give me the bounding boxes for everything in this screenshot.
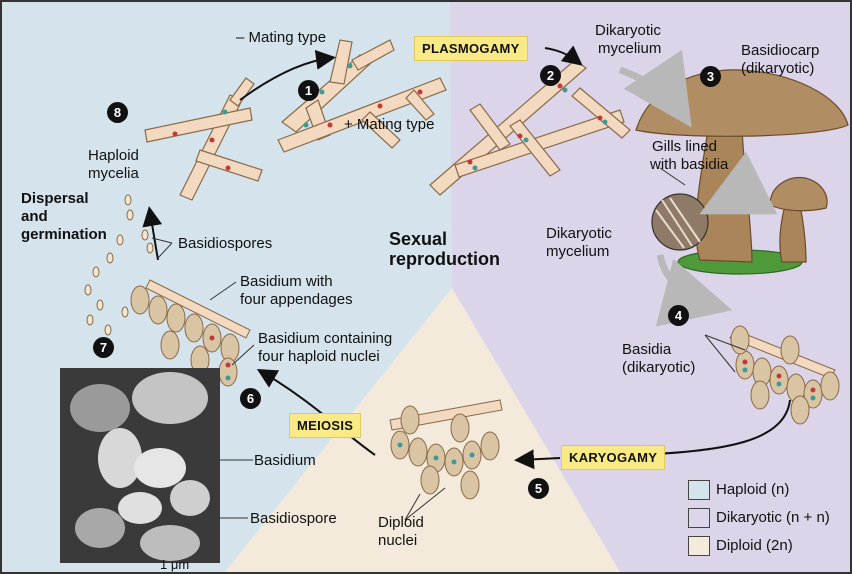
step-7-badge: 7 [93, 337, 114, 358]
dikaryotic-mycelium-top-label-1: Dikaryotic [595, 22, 661, 39]
step-5-badge: 5 [528, 478, 549, 499]
basidiospores-label: Basidiospores [178, 235, 272, 252]
gills-label-2: with basidia [650, 156, 728, 173]
haploid-mycelia-label-2: mycelia [88, 165, 139, 182]
basidiocarp-label-2: (dikaryotic) [741, 60, 814, 77]
gills-label-1: Gills lined [652, 138, 717, 155]
meiosis-tag: MEIOSIS [289, 413, 361, 438]
basidium-appendages-label-1: Basidium with [240, 273, 333, 290]
step-3-badge: 3 [700, 66, 721, 87]
dikaryotic-mycelium-mid-label-2: mycelium [546, 243, 609, 260]
dispersal-label-2: and [21, 208, 48, 225]
basidia-label-1: Basidia [622, 341, 671, 358]
basidia-label-2: (dikaryotic) [622, 359, 695, 376]
basidiospore-label: Basidiospore [250, 510, 337, 527]
step-4-badge: 4 [668, 305, 689, 326]
step-6-badge: 6 [240, 388, 261, 409]
karyogamy-tag: KARYOGAMY [561, 445, 665, 470]
legend-haploid-swatch [688, 480, 710, 500]
minus-mating-type-label: – Mating type [236, 29, 326, 46]
plasmogamy-tag: PLASMOGAMY [414, 36, 528, 61]
basidium-label: Basidium [254, 452, 316, 469]
haploid-mycelia-label-1: Haploid [88, 147, 139, 164]
dikaryotic-mycelium-top-label-2: mycelium [598, 40, 661, 57]
basidium-appendages-label-2: four appendages [240, 291, 353, 308]
plus-mating-type-label: + Mating type [344, 116, 434, 133]
basidium-nuclei-label-2: four haploid nuclei [258, 348, 380, 365]
legend-diploid-swatch [688, 536, 710, 556]
dispersal-label-1: Dispersal [21, 190, 89, 207]
legend-haploid-label: Haploid (n) [716, 481, 789, 498]
legend-dikaryotic-swatch [688, 508, 710, 528]
dispersal-label-3: germination [21, 226, 107, 243]
step-1-badge: 1 [298, 80, 319, 101]
basidium-nuclei-label-1: Basidium containing [258, 330, 392, 347]
diploid-nuclei-label-1: Diploid [378, 514, 424, 531]
gill-magnifier [652, 194, 708, 250]
step-8-badge: 8 [107, 102, 128, 123]
sem-micrograph [60, 368, 220, 563]
legend-diploid-label: Diploid (2n) [716, 537, 793, 554]
legend-dikaryotic-label: Dikaryotic (n + n) [716, 509, 830, 526]
basidiocarp-label-1: Basidiocarp [741, 42, 819, 59]
dikaryotic-mycelium-mid-label-1: Dikaryotic [546, 225, 612, 242]
scale-label: 1 μm [160, 556, 189, 573]
diploid-nuclei-label-2: nuclei [378, 532, 417, 549]
step-2-badge: 2 [540, 65, 561, 86]
sexual-reproduction-label-1: Sexual [389, 229, 447, 250]
sexual-reproduction-label-2: reproduction [389, 249, 500, 270]
